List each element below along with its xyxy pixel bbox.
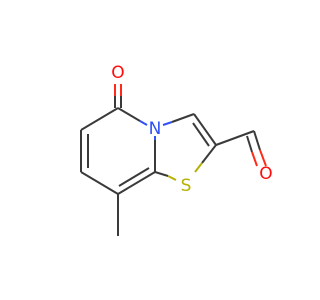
carbonyl-oxygen-label: O [111, 63, 124, 83]
bond-c3-c2 [193, 113, 217, 146]
bond-n-c5 [117, 107, 141, 122]
bond-c2-s-end [194, 162, 203, 173]
bond-c2-s [201, 144, 217, 164]
aldehyde-oxygen-label: O [259, 164, 272, 184]
sulfur-label: S [181, 176, 192, 196]
structure-canvas: O N S O [80, 63, 273, 236]
bond-cho-o-2-end [251, 151, 258, 167]
bond-cho-o-end [259, 149, 267, 167]
bond-n-c5-start [139, 120, 148, 126]
bond-c3-c2-inner [192, 122, 210, 147]
bond-c7-c8 [80, 171, 119, 195]
bond-s-c8a [154, 171, 169, 177]
nitrogen-label: N [149, 119, 162, 139]
bond-n-c3 [171, 113, 195, 123]
bond-c8-c8a-inner [118, 167, 150, 187]
bond-cho-o-2 [246, 135, 253, 153]
molecule-drawing: O N S O [80, 63, 273, 236]
bond-c2-cho [215, 130, 255, 146]
bond-n-c3-start [162, 121, 173, 126]
bond-c8-c8a [117, 171, 156, 195]
bond-cho-o [253, 130, 261, 151]
bond-c5-c6 [80, 107, 119, 131]
bond-s-c8a-start [167, 175, 177, 181]
